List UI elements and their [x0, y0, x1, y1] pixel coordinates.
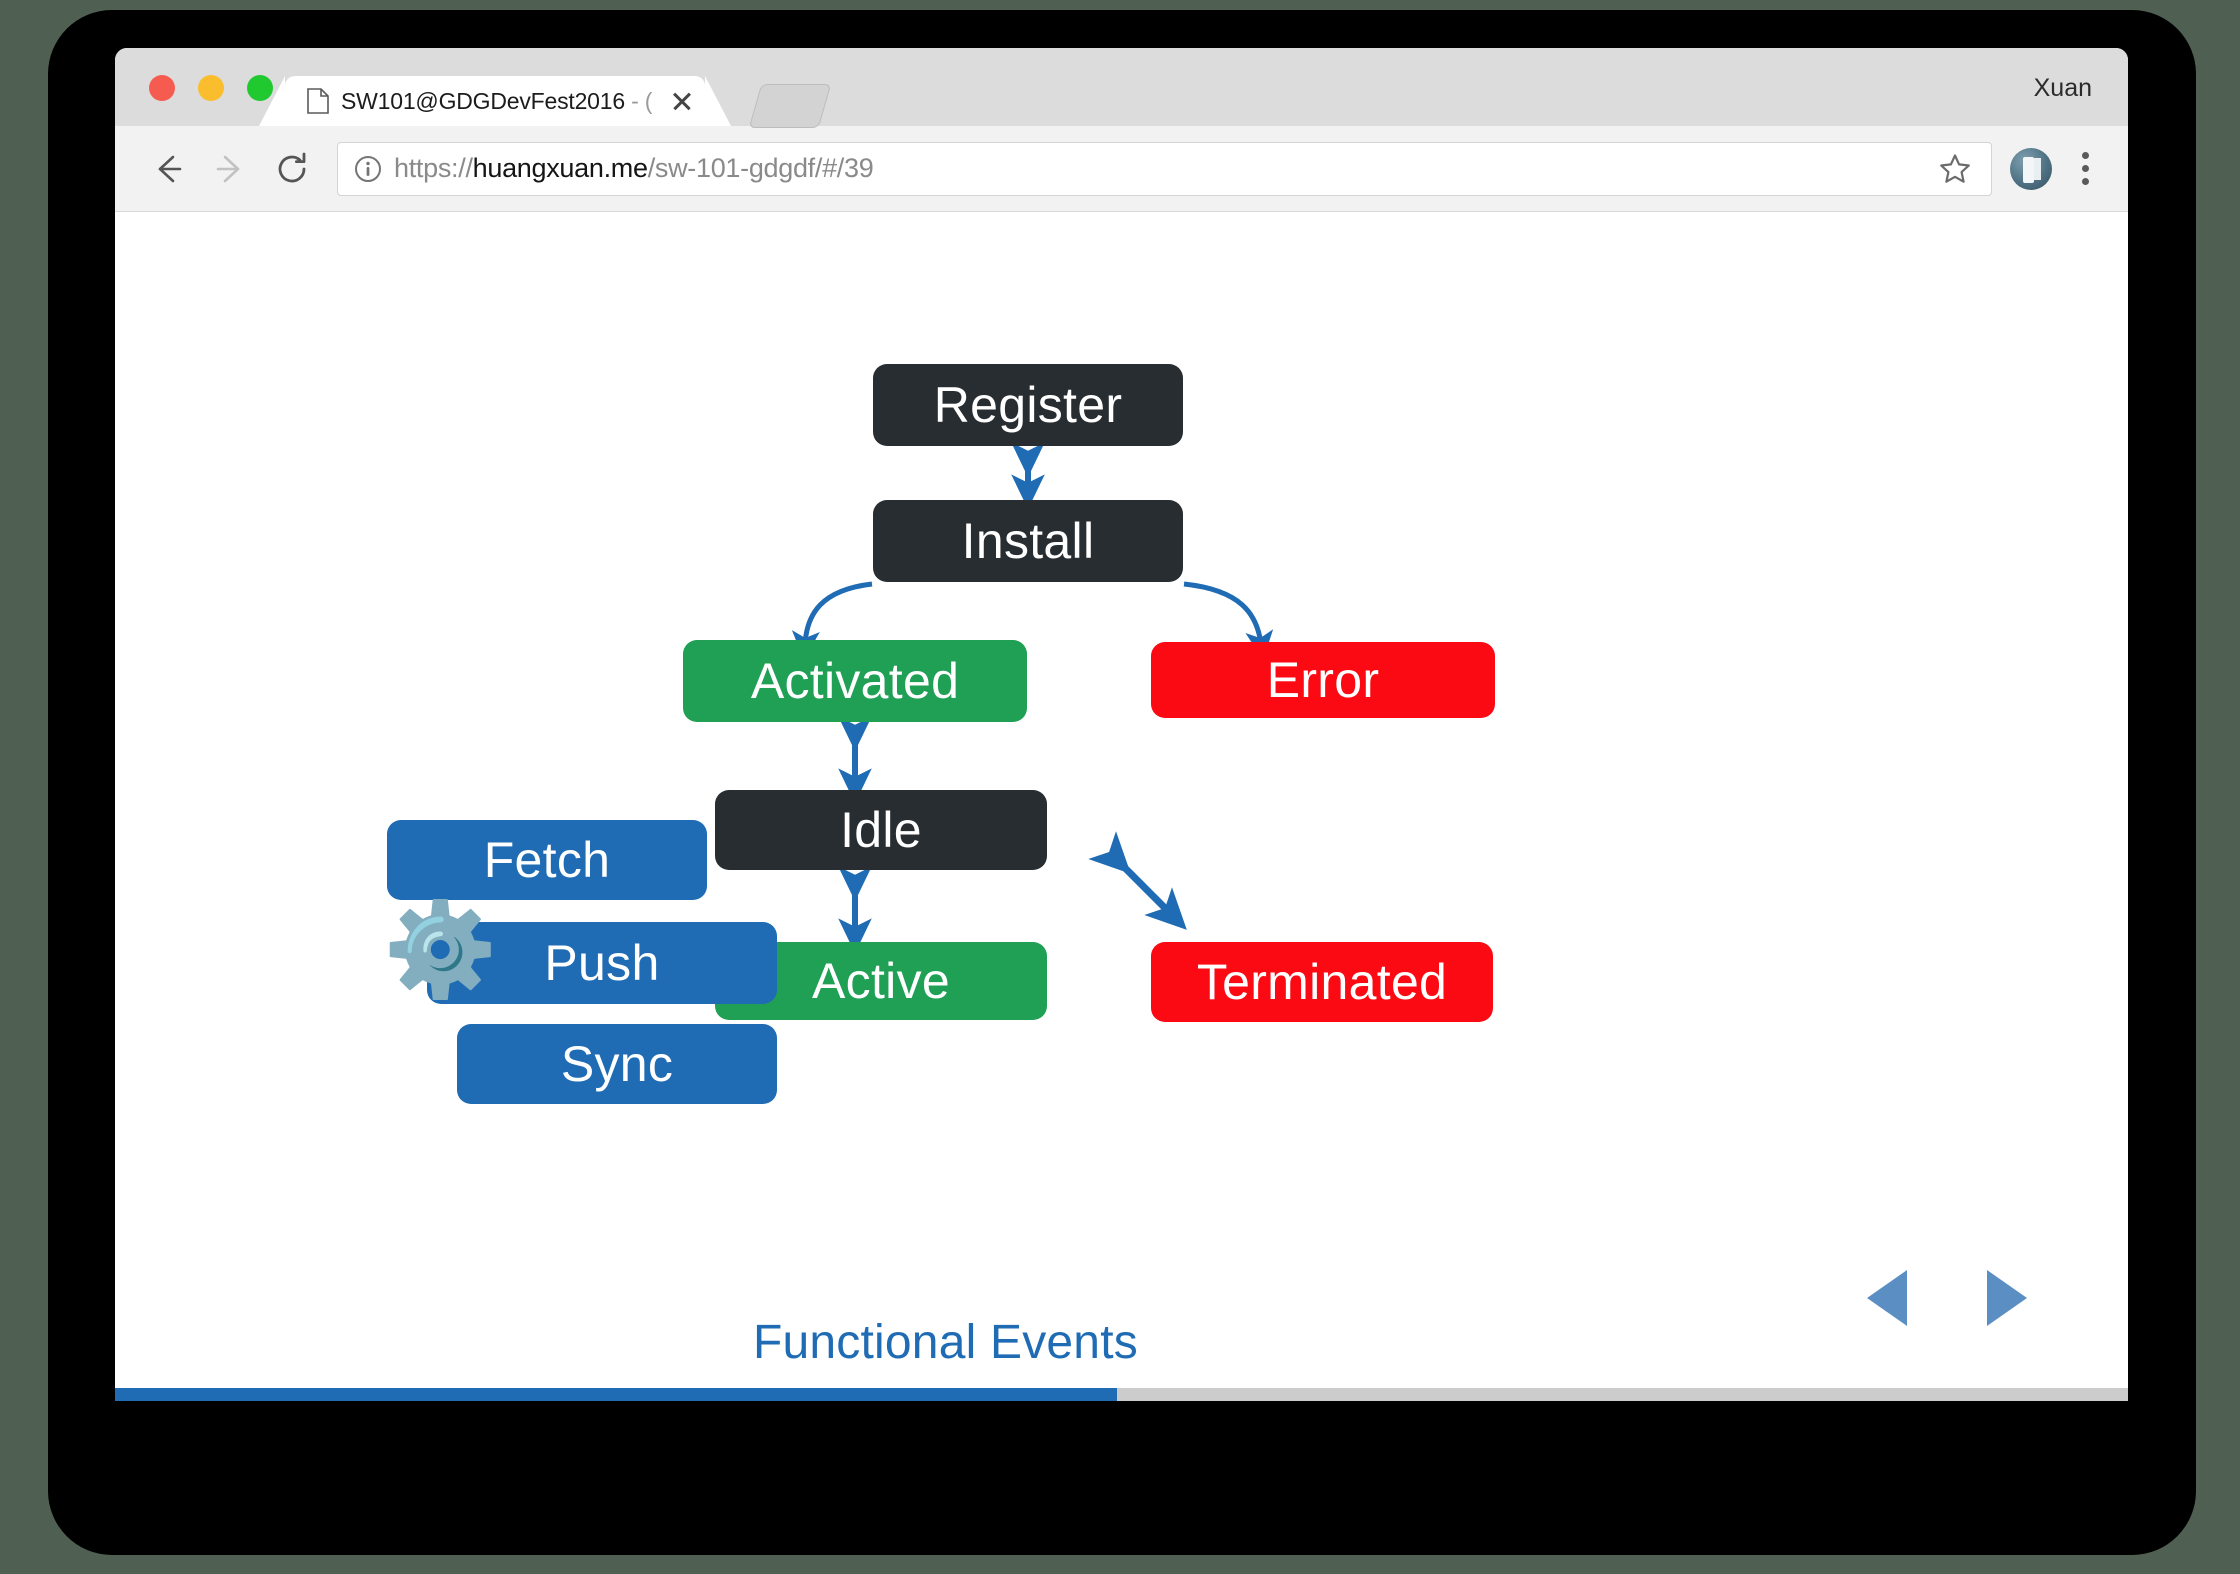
tab-title: SW101@GDGDevFest2016 - ( — [341, 87, 653, 114]
next-slide-button[interactable] — [1987, 1270, 2027, 1326]
star-icon[interactable] — [1937, 151, 1977, 187]
slide-caption: Functional Events — [753, 1316, 1138, 1369]
close-icon[interactable] — [669, 88, 695, 114]
profile-name-label: Xuan — [2033, 74, 2092, 102]
event-node-fetch[interactable]: Fetch — [387, 820, 707, 900]
state-node-register[interactable]: Register — [873, 364, 1183, 446]
browser-toolbar: https://huangxuan.me/sw-101-gdgdf/#/39 — [115, 126, 2128, 212]
window-traffic-lights — [149, 75, 273, 101]
close-window-button[interactable] — [149, 75, 175, 101]
browser-window: SW101@GDGDevFest2016 - ( Xuan — [115, 48, 2128, 1401]
profile-avatar-icon[interactable] — [2010, 147, 2052, 190]
arrow-install-error — [1183, 581, 1274, 660]
state-node-terminated[interactable]: Terminated — [1151, 942, 1493, 1022]
tab-strip: SW101@GDGDevFest2016 - ( Xuan — [115, 48, 2128, 128]
arrow-active-terminated — [1088, 831, 1187, 930]
reload-icon[interactable] — [265, 142, 319, 196]
state-node-idle[interactable]: Idle — [715, 790, 1047, 870]
event-node-sync[interactable]: Sync — [457, 1024, 777, 1104]
slide-canvas: Register Install Activated Error Idle Ac… — [115, 212, 2128, 1401]
arrow-right-icon — [203, 142, 257, 196]
previous-slide-button[interactable] — [1867, 1270, 1907, 1326]
state-node-activated[interactable]: Activated — [683, 640, 1027, 722]
event-node-push[interactable]: Push — [427, 922, 777, 1004]
page-icon — [307, 88, 329, 114]
gear-icon: ⚙️ — [383, 899, 498, 1001]
url-text: https://huangxuan.me/sw-101-gdgdf/#/39 — [394, 153, 874, 183]
slide-progress-fill — [115, 1388, 1118, 1401]
state-node-install[interactable]: Install — [873, 500, 1183, 582]
address-bar[interactable]: https://huangxuan.me/sw-101-gdgdf/#/39 — [337, 141, 1992, 196]
arrow-left-icon[interactable] — [141, 142, 195, 196]
state-node-error[interactable]: Error — [1151, 642, 1495, 718]
info-circle-icon[interactable] — [352, 153, 384, 185]
browser-tab-active[interactable]: SW101@GDGDevFest2016 - ( — [259, 76, 731, 126]
minimize-window-button[interactable] — [198, 75, 224, 101]
slide-progress-bar[interactable] — [115, 1388, 2128, 1401]
new-tab-button[interactable] — [748, 84, 832, 128]
kebab-menu-icon[interactable] — [2068, 146, 2102, 192]
arrow-install-activated — [791, 581, 873, 660]
